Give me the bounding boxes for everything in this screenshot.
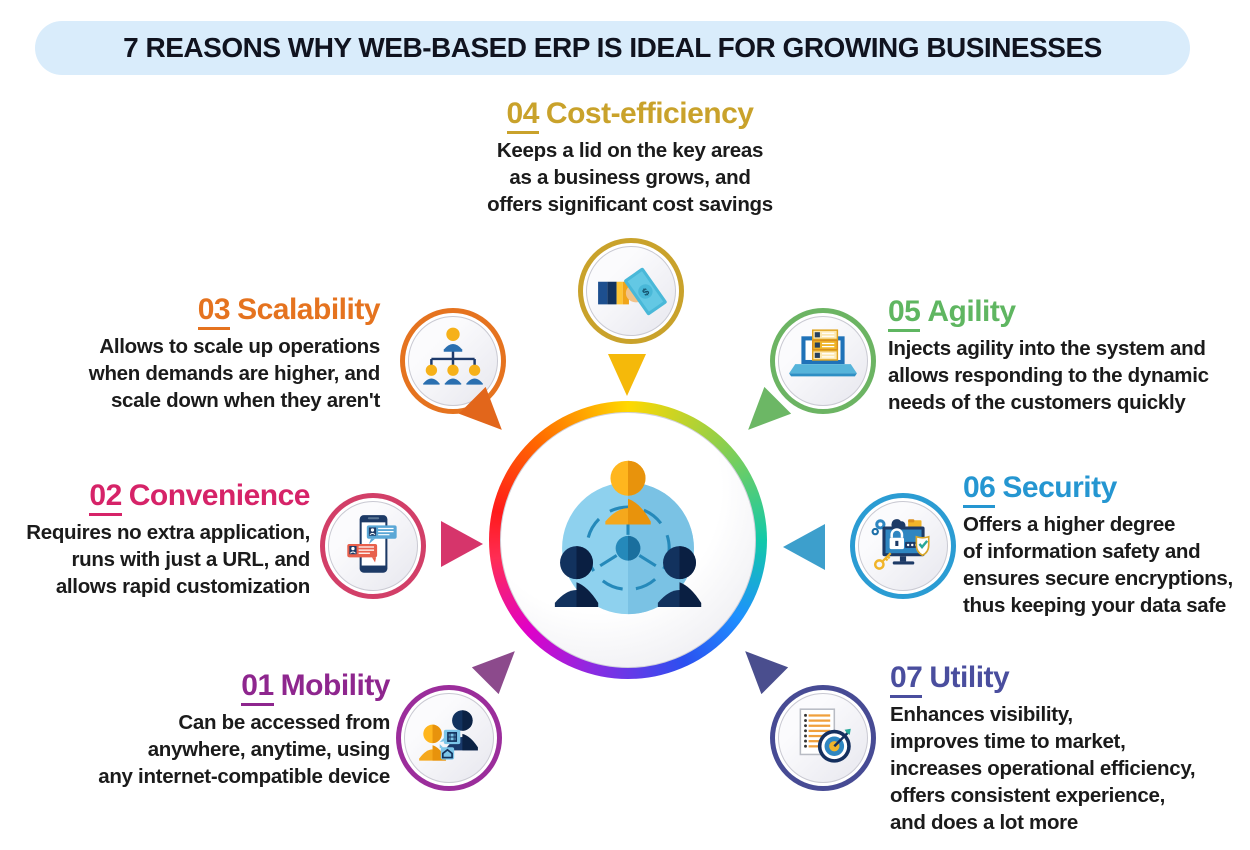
item-number: 05 — [888, 295, 921, 332]
arrow-from-utility-icon — [732, 638, 789, 695]
item-description: Offers a higher degree of information sa… — [963, 513, 1233, 617]
item-number: 06 — [963, 471, 996, 508]
center-hub — [489, 401, 767, 679]
title-banner: 7 REASONS WHY WEB-BASED ERP IS IDEAL FOR… — [35, 21, 1190, 75]
arrow-from-convenience-icon — [441, 521, 483, 567]
item-description: Injects agility into the system and allo… — [888, 337, 1209, 414]
item-title: Scalability — [237, 293, 380, 326]
item-title: Convenience — [128, 479, 311, 512]
item-description: Requires no extra application, runs with… — [26, 521, 310, 598]
secure-monitor-icon — [871, 519, 930, 570]
item-title: Security — [1002, 471, 1117, 504]
people-network-hub-icon — [554, 460, 702, 615]
page-title: 7 REASONS WHY WEB-BASED ERP IS IDEAL FOR… — [123, 32, 1102, 63]
svg-text:$: $ — [641, 286, 652, 298]
security-badge — [850, 493, 956, 599]
item-title: Cost-efficiency — [545, 97, 754, 130]
item-description: Keeps a lid on the key areas as a busine… — [487, 139, 773, 216]
item-description: Enhances visibility, improves time to ma… — [890, 703, 1196, 834]
center-hub-inner — [500, 412, 756, 668]
laptop-list-icon — [789, 329, 857, 377]
cost-efficiency-badge: $ — [578, 238, 684, 344]
org-chart-icon — [423, 327, 483, 385]
item-title: Agility — [927, 295, 1016, 328]
item-description: Can be accessed from anywhere, anytime, … — [98, 711, 390, 788]
item-title: Utility — [929, 661, 1010, 694]
item-number: 01 — [241, 669, 274, 706]
arrow-from-security-icon — [783, 524, 825, 570]
convenience-badge — [320, 493, 426, 599]
item-number: 02 — [89, 479, 122, 516]
item-number: 04 — [506, 97, 539, 134]
item-number: 07 — [890, 661, 923, 698]
smartphone-chat-icon — [347, 515, 397, 573]
item-description: Allows to scale up operations when deman… — [88, 335, 381, 412]
two-people-chat-icon — [419, 710, 478, 761]
mobility-badge — [396, 685, 502, 791]
checklist-target-icon — [799, 708, 851, 763]
utility-badge — [770, 685, 876, 791]
scalability-badge — [400, 308, 506, 414]
agility-badge — [770, 308, 876, 414]
arrow-from-mobility-icon — [472, 638, 529, 695]
hand-money-icon: $ — [598, 267, 667, 316]
item-number: 03 — [197, 293, 231, 330]
arrow-from-cost-efficiency-icon — [608, 354, 646, 396]
item-title: Mobility — [280, 669, 391, 702]
